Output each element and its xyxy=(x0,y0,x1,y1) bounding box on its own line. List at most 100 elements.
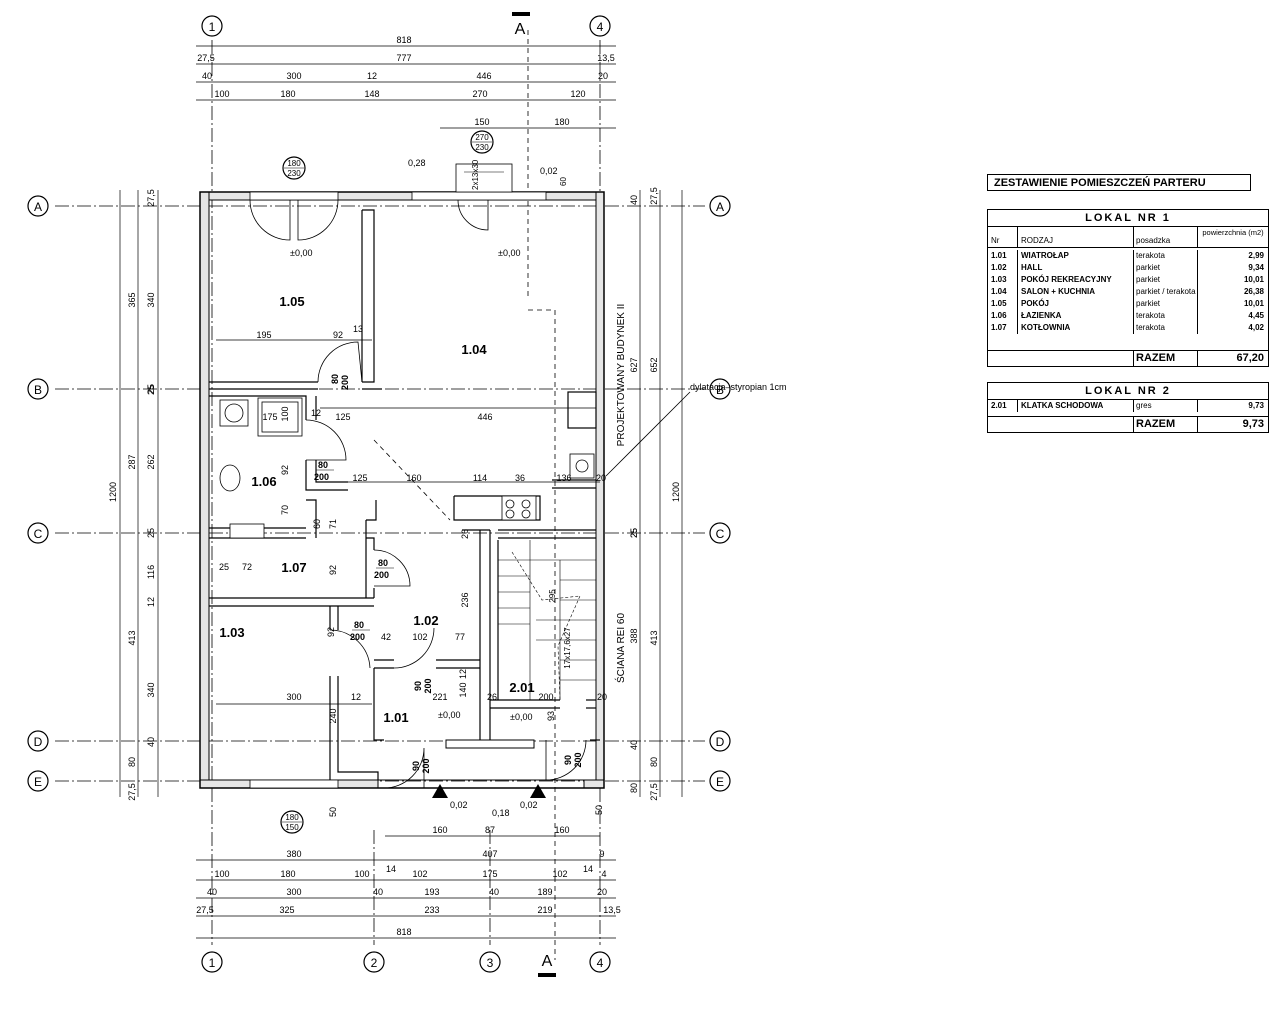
svg-text:175: 175 xyxy=(482,869,497,879)
svg-text:407: 407 xyxy=(482,849,497,859)
svg-text:300: 300 xyxy=(286,71,301,81)
cell-posadzka: terakota xyxy=(1134,310,1198,322)
svg-text:70: 70 xyxy=(280,505,290,515)
cell-nr: 1.03 xyxy=(988,274,1018,286)
svg-text:175: 175 xyxy=(262,412,277,422)
axis-bubble-A-right: A xyxy=(709,195,731,217)
svg-text:388: 388 xyxy=(629,628,639,643)
cell-powierzchnia: 26,38 xyxy=(1243,287,1264,296)
room-1.02: 1.02 xyxy=(413,613,438,628)
axis-bubble-C-right: C xyxy=(709,522,731,544)
svg-text:102: 102 xyxy=(412,632,427,642)
svg-text:±0,00: ±0,00 xyxy=(290,248,312,258)
svg-text:195: 195 xyxy=(256,330,271,340)
svg-text:160: 160 xyxy=(406,473,421,483)
svg-text:42: 42 xyxy=(381,632,391,642)
svg-text:180: 180 xyxy=(554,117,569,127)
room-1.03: 1.03 xyxy=(219,625,244,640)
entrance-markers xyxy=(432,784,546,798)
svg-text:40: 40 xyxy=(489,887,499,897)
svg-text:148: 148 xyxy=(364,89,379,99)
svg-text:12: 12 xyxy=(351,692,361,702)
svg-text:27,5: 27,5 xyxy=(197,53,215,63)
axis-bubble-B-left: B xyxy=(27,378,49,400)
chimney xyxy=(455,163,513,193)
svg-text:200: 200 xyxy=(423,678,433,693)
svg-text:80: 80 xyxy=(378,558,388,568)
svg-text:777: 777 xyxy=(396,53,411,63)
svg-text:325: 325 xyxy=(279,905,294,915)
svg-text:818: 818 xyxy=(396,35,411,45)
table-title: ZESTAWIENIE POMIESZCZEŃ PARTERU xyxy=(987,174,1251,191)
svg-text:25: 25 xyxy=(146,384,156,394)
svg-text:40: 40 xyxy=(629,740,639,750)
svg-text:A: A xyxy=(542,953,553,970)
svg-text:102: 102 xyxy=(552,869,567,879)
svg-text:77: 77 xyxy=(455,632,465,642)
svg-text:40: 40 xyxy=(373,887,383,897)
room-1.04: 1.04 xyxy=(461,342,487,357)
top-dimensions: 818 27,5 777 13,5 40 300 12 446 20 100 1… xyxy=(196,35,616,129)
room-2.01: 2.01 xyxy=(509,680,534,695)
svg-text:1: 1 xyxy=(209,20,216,34)
svg-text:340: 340 xyxy=(146,682,156,697)
svg-text:80: 80 xyxy=(127,757,137,767)
svg-text:±0,00: ±0,00 xyxy=(498,248,520,258)
column-posadzka: posadzka xyxy=(1134,227,1198,247)
svg-text:27,5: 27,5 xyxy=(649,187,659,205)
svg-text:14: 14 xyxy=(583,864,593,874)
cell-nr: 1.07 xyxy=(988,322,1018,334)
floor-plan: 1 4 1 2 3 4 A B C D E A B C D E A A 818 … xyxy=(27,12,787,977)
cell-posadzka: terakota xyxy=(1134,250,1198,262)
svg-text:40: 40 xyxy=(207,887,217,897)
svg-text:200: 200 xyxy=(350,632,365,642)
svg-text:dylatacja–styropian 1cm: dylatacja–styropian 1cm xyxy=(690,382,787,392)
svg-text:160: 160 xyxy=(554,825,569,835)
svg-text:150: 150 xyxy=(474,117,489,127)
svg-text:413: 413 xyxy=(127,630,137,645)
svg-text:2x13x30: 2x13x30 xyxy=(471,159,480,190)
cell-powierzchnia: 4,02 xyxy=(1248,323,1264,332)
section-mark-top: A xyxy=(512,12,530,38)
cell-posadzka: parkiet xyxy=(1134,262,1198,274)
table-header: LOKAL NR 1 xyxy=(988,210,1268,227)
svg-text:90: 90 xyxy=(563,755,573,765)
door-size-labels: 80 200 80 200 80 200 80 200 90 200 90 20… xyxy=(314,374,583,774)
svg-text:0,02: 0,02 xyxy=(540,166,558,176)
cell-nr: 1.05 xyxy=(988,298,1018,310)
cell-posadzka: terakota xyxy=(1134,322,1198,334)
cell-posadzka: parkiet xyxy=(1134,298,1198,310)
svg-text:50: 50 xyxy=(594,805,604,815)
svg-text:652: 652 xyxy=(649,357,659,372)
svg-text:262: 262 xyxy=(146,454,156,469)
cell-powierzchnia: 2,99 xyxy=(1248,251,1264,260)
axis-bubble-E-left: E xyxy=(27,770,49,792)
svg-text:E: E xyxy=(716,775,724,789)
svg-text:±0,00: ±0,00 xyxy=(438,710,460,720)
svg-text:40: 40 xyxy=(202,71,212,81)
room-labels: 1.05 1.04 1.06 1.07 1.03 1.02 1.01 2.01 xyxy=(219,294,534,725)
svg-text:300: 300 xyxy=(286,692,301,702)
svg-text:40: 40 xyxy=(629,195,639,205)
cell-powierzchnia: 4,45 xyxy=(1248,311,1264,320)
svg-text:60: 60 xyxy=(312,519,322,529)
staircase xyxy=(498,540,596,701)
svg-text:446: 446 xyxy=(476,71,491,81)
svg-text:±0,00: ±0,00 xyxy=(510,712,532,722)
cell-powierzchnia: 10,01 xyxy=(1243,299,1264,308)
cell-nr: 1.04 xyxy=(988,286,1018,298)
table-total: RAZEM 9,73 xyxy=(988,416,1268,432)
svg-text:0,02: 0,02 xyxy=(450,800,468,810)
svg-text:102: 102 xyxy=(412,869,427,879)
svg-text:A: A xyxy=(34,200,42,214)
svg-text:200: 200 xyxy=(421,758,431,773)
svg-text:100: 100 xyxy=(280,406,290,421)
svg-text:200: 200 xyxy=(340,375,350,390)
left-dimensions: 1200 365 287 413 27,5 340 25 262 25 116 … xyxy=(108,189,159,801)
svg-text:20: 20 xyxy=(597,887,607,897)
door-swings xyxy=(249,199,587,789)
svg-text:80: 80 xyxy=(649,757,659,767)
